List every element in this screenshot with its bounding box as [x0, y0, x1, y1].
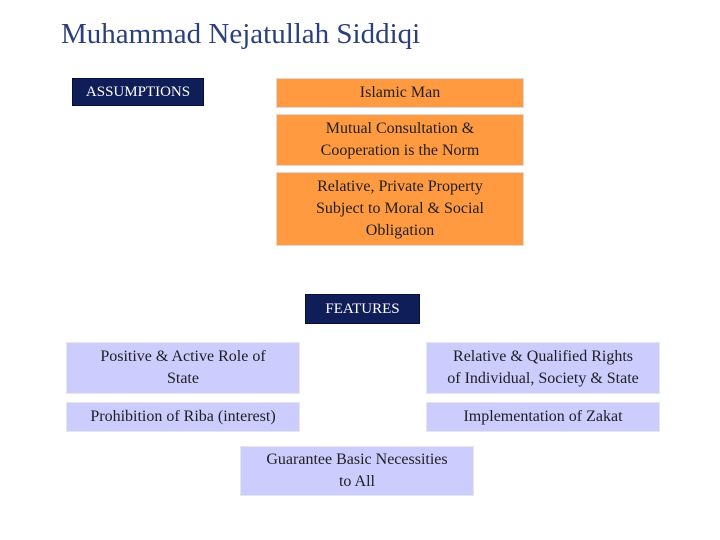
features-label: FEATURES	[305, 294, 420, 324]
feature-active-state: Positive & Active Role of State	[66, 342, 300, 394]
assumptions-label: ASSUMPTIONS	[72, 78, 204, 106]
assumption-islamic-man: Islamic Man	[276, 78, 524, 108]
assumption-private-property: Relative, Private Property Subject to Mo…	[276, 172, 524, 246]
page-title: Muhammad Nejatullah Siddiqi	[61, 18, 421, 50]
feature-qualified-rights: Relative & Qualified Rights of Individua…	[426, 342, 660, 394]
feature-basic-necessities: Guarantee Basic Necessities to All	[240, 446, 474, 496]
feature-prohibition-riba: Prohibition of Riba (interest)	[66, 402, 300, 432]
assumption-mutual-consultation: Mutual Consultation & Cooperation is the…	[276, 114, 524, 166]
feature-zakat: Implementation of Zakat	[426, 402, 660, 432]
